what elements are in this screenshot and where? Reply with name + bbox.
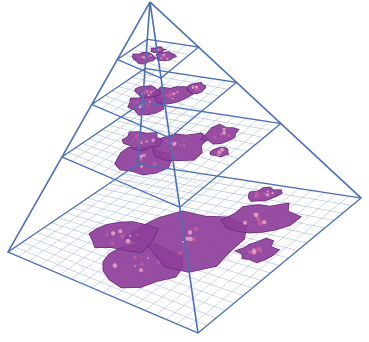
tissue-speckle [132, 139, 134, 141]
tissue-speckle [141, 256, 143, 258]
tissue-speckle [201, 87, 203, 89]
tissue-speckle [136, 234, 138, 236]
tissue-speckle [140, 165, 143, 168]
tissue-speckle [152, 139, 155, 142]
tissue-speckle [202, 231, 204, 233]
tissue-speckle [195, 86, 198, 89]
tissue-speckle [254, 213, 259, 218]
level-grids [8, 39, 361, 333]
tissue-speckle [249, 225, 251, 227]
tissue-speckle [148, 105, 150, 107]
tissue-speckle [217, 153, 219, 155]
tissue-speckle [138, 56, 140, 58]
tissue-speckle [178, 252, 181, 255]
tissue-speckle [134, 265, 136, 267]
tissue-speckle [255, 194, 259, 198]
tissue-speckle [140, 155, 143, 158]
tissue-speckle [136, 101, 138, 103]
tissue-speckle [118, 229, 122, 233]
tissue-speckle [147, 257, 149, 259]
tissue-speckle [139, 158, 142, 161]
tissue-speckle [165, 236, 167, 238]
tissue-speckle [183, 139, 185, 141]
tissue-speckle [139, 268, 143, 272]
tissue-speckle [105, 234, 108, 237]
tissue-speckle [213, 134, 215, 136]
tissue-speckle [168, 95, 171, 98]
tissue-speckle [192, 85, 194, 87]
tissue-speckle [136, 134, 139, 137]
tissue-speckle [148, 91, 150, 93]
tissue-speckle [271, 192, 273, 194]
tissue-speckle [161, 57, 163, 59]
tissue-speckle [267, 191, 269, 193]
tissue-speckle [145, 140, 147, 142]
tissue-speckle [135, 156, 137, 158]
tissue-speckle [262, 220, 266, 224]
tissue-speckle [154, 50, 156, 52]
tissue-speckle [149, 56, 151, 58]
tissue-speckle [139, 106, 142, 109]
tissue-speckle [220, 133, 223, 136]
tissue-speckle [197, 89, 200, 92]
tissue-speckle [249, 252, 251, 254]
tissue-speckle [188, 230, 192, 234]
tissue-speckle [269, 194, 271, 196]
tissue-speckle [173, 143, 176, 146]
tissue-speckle [195, 89, 197, 91]
tissue-speckle [166, 140, 168, 142]
tissue-speckle [223, 131, 225, 133]
tissue-speckle [153, 162, 157, 166]
tissue-speckle [110, 241, 114, 245]
tissue-speckle [152, 89, 155, 92]
tissue-speckle [263, 192, 266, 195]
tissue-speckle [218, 154, 220, 156]
tissue-speckle [143, 154, 146, 157]
tissue-speckle [141, 262, 144, 265]
tissue-speckle [252, 250, 257, 255]
tissue-speckle [243, 221, 247, 225]
tissue-speckle [213, 136, 216, 139]
tissue-speckle [164, 56, 166, 58]
tissue-speckle [129, 235, 131, 237]
tissue-speckle [194, 227, 199, 232]
tissue-speckle [143, 56, 145, 58]
tissue-speckle [188, 237, 192, 241]
tissue-speckle [259, 195, 261, 197]
tissue-speckle [257, 247, 262, 252]
tissue-speckle [165, 94, 168, 97]
tissue-speckle [148, 94, 150, 96]
tissue-speckle [126, 239, 131, 244]
tissue-speckle [158, 49, 160, 51]
tissue-speckle [150, 93, 152, 95]
tissue-speckle [181, 250, 183, 252]
tissue-speckle [177, 91, 179, 93]
tissue-speckle [182, 241, 184, 243]
tissue-speckle [220, 148, 224, 152]
tissue-speckle [113, 263, 118, 268]
tissue-speckle [160, 48, 162, 50]
tissue-speckle [161, 58, 163, 60]
tissue-speckle [166, 58, 168, 60]
tissue-speckle [183, 144, 185, 146]
tissue-speckle [179, 144, 181, 146]
tissue-speckle [172, 98, 174, 100]
tissue-speckle [223, 128, 226, 131]
tissue-speckle [163, 54, 165, 56]
tissue-speckle [227, 134, 230, 137]
tissue-speckle [133, 256, 137, 260]
tissue-speckle [122, 236, 124, 238]
tissue-speckle [111, 231, 115, 235]
tissue-speckle [173, 92, 175, 94]
